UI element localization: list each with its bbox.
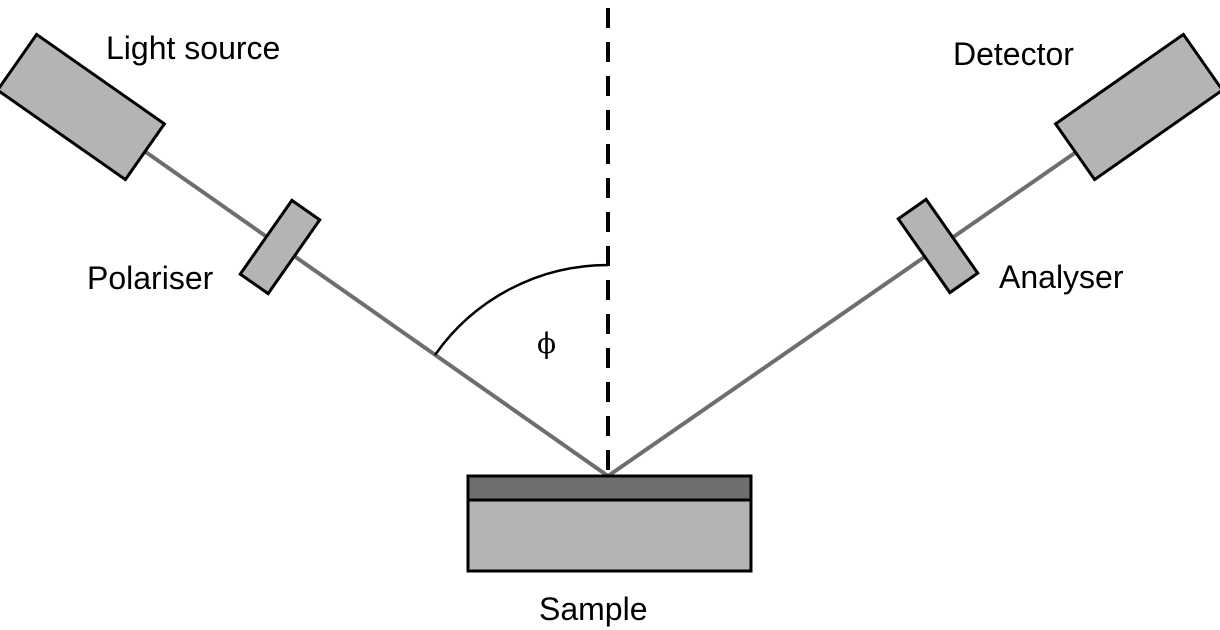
detector-box xyxy=(1053,32,1220,182)
detector-label: Detector xyxy=(953,36,1074,72)
polariser-element xyxy=(238,198,322,296)
sample-label: Sample xyxy=(539,591,648,627)
analyser-label: Analyser xyxy=(999,259,1124,295)
incidence-angle-arc xyxy=(433,263,609,356)
sample-substrate xyxy=(466,498,753,573)
incident-beam xyxy=(138,146,610,478)
sample-thin-film xyxy=(466,474,753,502)
light-source-box xyxy=(0,32,167,182)
analyser-element xyxy=(896,197,980,295)
angle-phi-label: ϕ xyxy=(537,327,557,360)
reflected-beam xyxy=(606,146,1084,478)
light-source-label: Light source xyxy=(106,30,281,66)
polariser-label: Polariser xyxy=(87,260,214,296)
